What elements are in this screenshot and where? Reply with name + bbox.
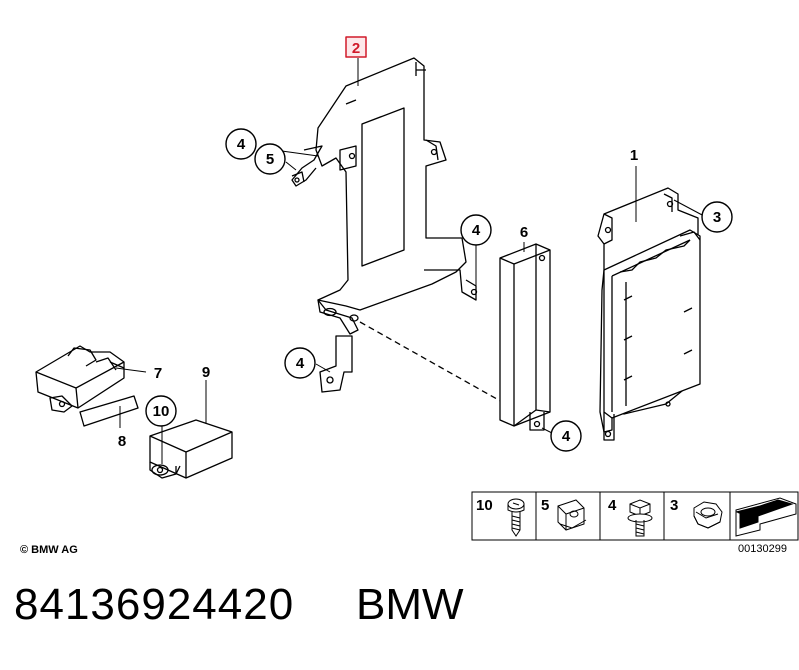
callout-3: 3 <box>713 209 721 226</box>
legend-label-4: 4 <box>608 497 617 514</box>
callout-10: 10 <box>153 403 170 420</box>
callout-7: 7 <box>154 365 162 382</box>
callout-9: 9 <box>202 364 210 381</box>
brand-name: BMW <box>356 580 464 629</box>
callout-5: 5 <box>266 151 274 168</box>
nut-icon <box>693 501 723 529</box>
bracket-part-2[interactable] <box>291 57 478 393</box>
legend-label-10: 10 <box>476 497 493 514</box>
module-part-7[interactable] <box>35 345 125 413</box>
orientation-arrow-icon <box>735 497 797 537</box>
callout-6: 6 <box>520 224 528 241</box>
copyright: © BMW AG <box>20 544 78 556</box>
pad-part-8[interactable] <box>79 395 139 427</box>
callout-4: 4 <box>237 136 246 153</box>
hardware-legend <box>471 491 799 541</box>
callout-4: 4 <box>562 428 571 445</box>
legend-label-3: 3 <box>670 497 678 514</box>
part-number: 84136924420 <box>14 580 295 629</box>
screw-icon <box>507 498 525 537</box>
control-unit-part-1[interactable] <box>597 187 701 441</box>
parts-diagram: 2 1 3 4 5 4 6 4 4 7 8 9 10 <box>20 36 799 556</box>
callout-1: 1 <box>630 147 638 164</box>
callout-4: 4 <box>296 355 305 372</box>
callout-8: 8 <box>118 433 126 450</box>
callout-2: 2 <box>352 40 360 57</box>
callout-4: 4 <box>472 222 481 239</box>
legend-label-5: 5 <box>541 497 549 514</box>
bolt-icon <box>627 499 653 537</box>
module-part-6[interactable] <box>499 243 551 431</box>
diagram-code: 00130299 <box>738 543 787 555</box>
clip-nut-icon <box>557 499 587 531</box>
